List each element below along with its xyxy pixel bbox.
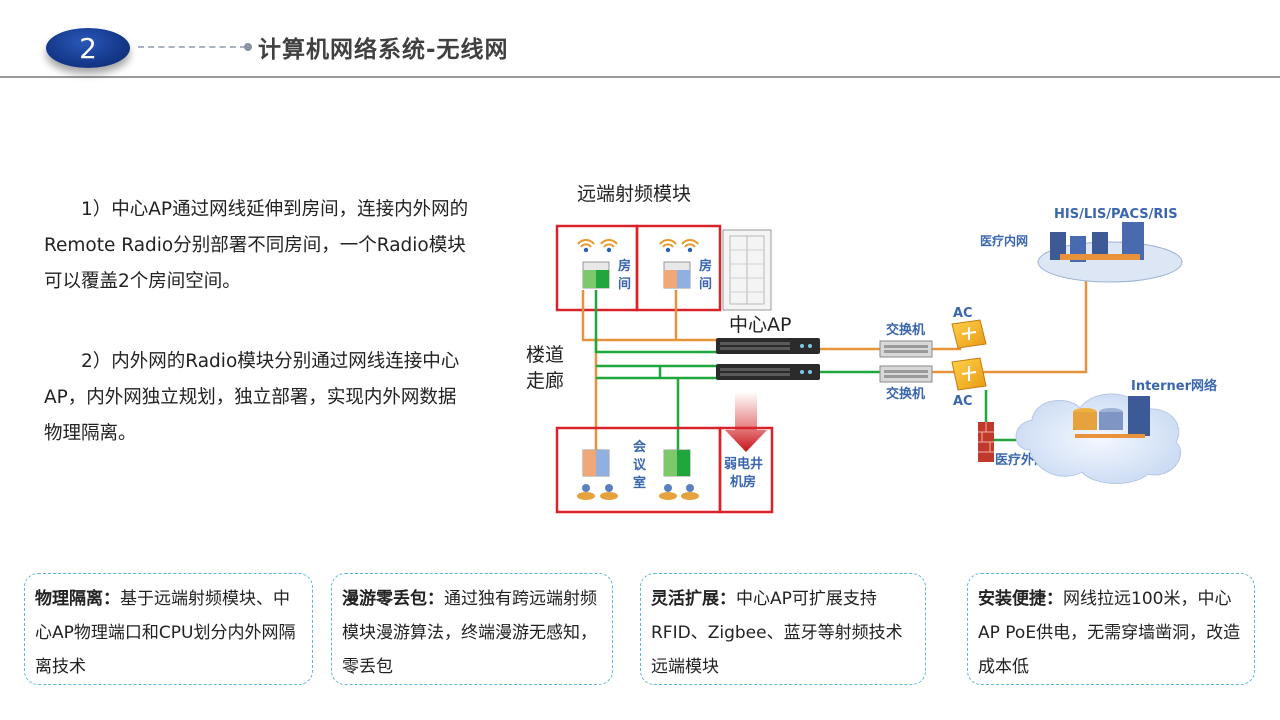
wifi-icon bbox=[659, 239, 677, 253]
card-text: 中心AP可扩展支持RFID、Zigbee、蓝牙等射频技术远端模块 bbox=[651, 589, 903, 677]
intranet-servers-icon bbox=[1037, 222, 1183, 283]
ac-device-icon bbox=[951, 319, 987, 349]
meeting-room-label: 室 bbox=[633, 475, 646, 491]
remote-radio-label: 远端射频模块 bbox=[577, 183, 691, 205]
corridor-label: 走廊 bbox=[526, 370, 564, 392]
feature-card-expansion: 灵活扩展：中心AP可扩展支持RFID、Zigbee、蓝牙等射频技术远端模块 bbox=[640, 573, 926, 685]
meeting-room-label: 议 bbox=[633, 457, 647, 473]
radio-module bbox=[663, 449, 691, 477]
feature-card-installation: 安装便捷：网线拉远100米，中心AP PoE供电，无需穿墙凿洞，改造成本低 bbox=[967, 573, 1255, 685]
card-title: 灵活扩展： bbox=[651, 589, 736, 609]
card-title: 安装便捷： bbox=[978, 589, 1063, 609]
room-label: 房 bbox=[618, 258, 631, 274]
firewall-icon bbox=[978, 422, 994, 462]
weak-room-label: 弱电井 bbox=[724, 456, 763, 472]
corridor-label: 楼道 bbox=[526, 344, 564, 366]
wifi-icon bbox=[577, 239, 595, 253]
down-arrow-icon bbox=[725, 392, 767, 452]
internet-cloud-icon bbox=[1015, 393, 1182, 485]
user-icon bbox=[600, 484, 618, 500]
header-dashed-line bbox=[138, 46, 246, 48]
weak-room-label: 机房 bbox=[730, 474, 756, 490]
door-icon bbox=[722, 229, 772, 311]
wifi-icon bbox=[600, 239, 618, 253]
radio-module bbox=[582, 261, 610, 289]
card-text: 基于远端射频模块、中心AP物理端口和CPU划分内外网隔离技术 bbox=[35, 589, 296, 677]
card-title: 漫游零丢包： bbox=[342, 589, 444, 609]
his-label: HIS/LIS/PACS/RIS bbox=[1054, 207, 1178, 222]
card-title: 物理隔离： bbox=[35, 589, 120, 609]
room-box-2 bbox=[635, 224, 722, 312]
ac-label: AC bbox=[953, 394, 973, 409]
ac-device-icon bbox=[951, 357, 987, 391]
internet-label: Interner网络 bbox=[1131, 378, 1217, 394]
paragraph-2: 2）内外网的Radio模块分别通过网线连接中心AP，内外网独立规划，独立部署，实… bbox=[44, 351, 460, 444]
meeting-room-label: 会 bbox=[633, 439, 647, 455]
header-dot bbox=[244, 43, 252, 51]
paragraph-1: 1）中心AP通过网线延伸到房间，连接内外网的Remote Radio分别部署不同… bbox=[44, 199, 469, 292]
switch-label: 交换机 bbox=[886, 322, 925, 338]
green-cables bbox=[594, 290, 1030, 455]
intranet-label: 医疗内网 bbox=[980, 233, 1028, 248]
switch-label: 交换机 bbox=[886, 386, 925, 402]
switch-device bbox=[879, 340, 933, 358]
feature-card-roaming: 漫游零丢包：通过独有跨远端射频模块漫游算法，终端漫游无感知，零丢包 bbox=[331, 573, 613, 685]
card-text: 网线拉远100米，中心AP PoE供电，无需穿墙凿洞，改造成本低 bbox=[978, 589, 1241, 677]
wifi-icon bbox=[681, 239, 699, 253]
weak-room-box bbox=[718, 426, 774, 514]
section-number-badge: 2 bbox=[46, 28, 130, 68]
user-icon bbox=[577, 484, 595, 500]
room-label: 间 bbox=[699, 276, 712, 292]
radio-module bbox=[582, 449, 610, 477]
radio-module bbox=[663, 261, 691, 289]
header-divider bbox=[0, 76, 1280, 78]
central-ap-device bbox=[716, 364, 820, 380]
central-ap-device bbox=[716, 338, 820, 354]
user-icon bbox=[659, 484, 677, 500]
room-label: 间 bbox=[618, 276, 631, 292]
page-title: 计算机网络系统-无线网 bbox=[258, 37, 509, 63]
section-number: 2 bbox=[79, 31, 97, 65]
card-text: 通过独有跨远端射频模块漫游算法，终端漫游无感知，零丢包 bbox=[342, 589, 597, 677]
central-ap-label: 中心AP bbox=[729, 314, 791, 336]
room-label: 房 bbox=[699, 258, 712, 274]
ac-label: AC bbox=[953, 306, 973, 321]
user-icon bbox=[681, 484, 699, 500]
switch-device bbox=[879, 365, 933, 383]
feature-card-physical-isolation: 物理隔离：基于远端射频模块、中心AP物理端口和CPU划分内外网隔离技术 bbox=[24, 573, 313, 685]
